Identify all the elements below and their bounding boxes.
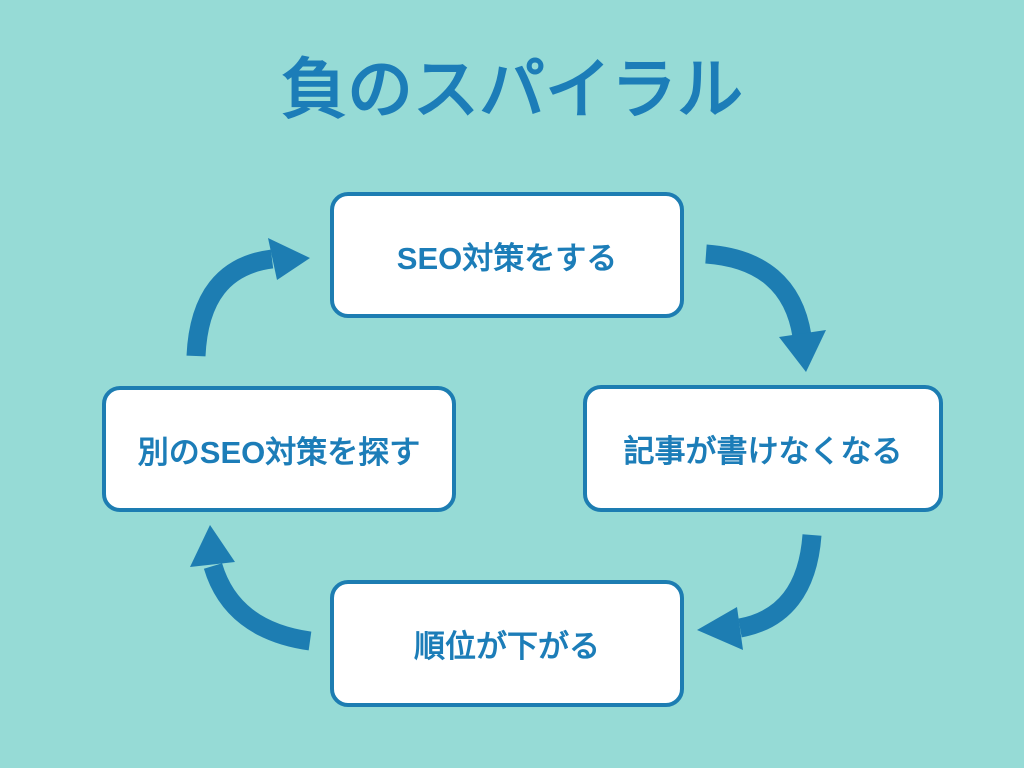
arrow-right-to-bottom-icon (697, 534, 822, 650)
node-label: 別のSEO対策を探す (137, 434, 421, 470)
arrow-left-to-top-icon (186, 238, 310, 357)
arrowhead-icon (268, 238, 310, 280)
arrowhead-icon (190, 525, 235, 567)
cycle-node-find-other-seo: 別のSEO対策を探す (102, 386, 456, 512)
arrowhead-icon (779, 330, 826, 372)
arrow-top-to-right-icon (705, 244, 826, 372)
node-label: 記事が書けなくなる (623, 434, 903, 469)
cycle-node-cannot-write: 記事が書けなくなる (583, 385, 943, 512)
node-label: 順位が下がる (414, 629, 600, 664)
diagram-title: 負のスパイラル (281, 52, 743, 126)
node-label: SEO対策をする (396, 240, 618, 276)
cycle-node-rank-drops: 順位が下がる (330, 580, 684, 707)
arrow-bottom-to-left-icon (190, 525, 312, 651)
cycle-node-seo-measures: SEO対策をする (330, 192, 684, 318)
arrowhead-icon (697, 607, 743, 650)
